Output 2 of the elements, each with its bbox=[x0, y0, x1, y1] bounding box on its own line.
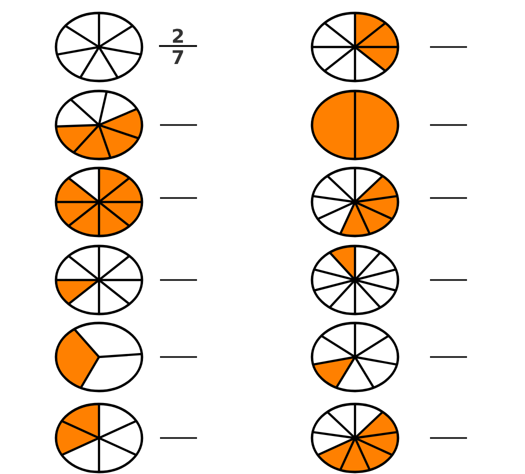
denominator: 7 bbox=[172, 50, 184, 64]
numerator: 2 bbox=[172, 28, 183, 43]
